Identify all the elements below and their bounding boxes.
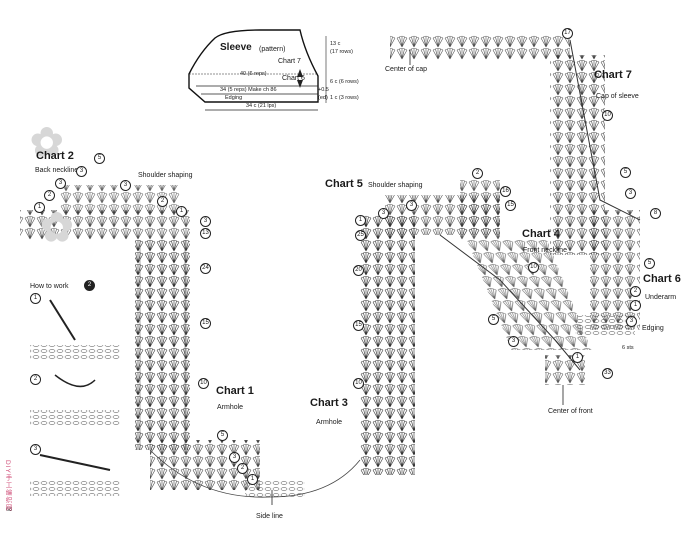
sleeve-title: Sleeve xyxy=(220,42,252,53)
row-number: 10 xyxy=(602,110,613,121)
row-number: 1 xyxy=(247,474,258,485)
center-of-front-label: Center of front xyxy=(548,408,593,415)
chart-5-title: Chart 5 xyxy=(325,178,363,190)
chart-2-sub: Back neckline xyxy=(35,167,79,174)
how-to-work-label: How to work xyxy=(30,283,69,290)
chart-1-sub: Armhole xyxy=(217,404,244,411)
watermark-glyph: ✿ xyxy=(40,206,74,250)
chart-2-note: Shoulder shaping xyxy=(138,172,193,179)
row-number: 3 xyxy=(200,216,211,227)
sleeve-schematic xyxy=(188,29,327,111)
sleeve-right-1c: 1 c (3 rows) xyxy=(330,95,359,101)
sleeve-right-plus: +0.5 xyxy=(318,87,329,93)
edging-label: Edging xyxy=(642,325,664,332)
how-to-marker: 2 xyxy=(84,280,95,291)
row-number: 2 xyxy=(157,196,168,207)
row-number: 16 xyxy=(500,186,511,197)
sleeve-title-suffix: (pattern) xyxy=(259,46,286,53)
row-number: 24 xyxy=(200,263,211,274)
chart-2-title: Chart 2 xyxy=(36,150,74,162)
row-number: 3 xyxy=(76,166,87,177)
chart-3-4-5-stitch-area xyxy=(360,180,592,475)
row-number: 3 xyxy=(229,452,240,463)
row-number: 1 xyxy=(355,215,366,226)
side-line-stitch-area xyxy=(149,449,361,498)
how-to-step-3: 3 xyxy=(30,444,41,455)
row-number: 17 xyxy=(562,28,573,39)
sleeve-edging: Edging xyxy=(225,95,243,101)
chart-5-sub: Shoulder shaping xyxy=(368,182,423,189)
row-number: 5 xyxy=(94,153,105,164)
row-number: 15 xyxy=(505,200,516,211)
row-number: 2 xyxy=(237,463,248,474)
sleeve-row34: 34 (5 reps) Make ch 86 xyxy=(220,87,277,93)
row-number: 3 xyxy=(508,336,519,347)
row-number: 10 xyxy=(353,378,364,389)
sleeve-right-17rows: (17 rows) xyxy=(330,49,353,55)
row-number: 1 xyxy=(572,352,583,363)
sleeve-right-6c: 6 c (6 rows) xyxy=(330,79,359,85)
how-to-work-illustrations xyxy=(30,299,120,496)
chart-6-7-stitch-area xyxy=(390,35,641,337)
row-number: 15 xyxy=(353,320,364,331)
chart-4-title: Chart 4 xyxy=(522,228,560,240)
row-number: 3 xyxy=(55,178,66,189)
center-of-cap-label: Center of cap xyxy=(385,66,428,73)
sleeve-chart7-label: Chart 7 xyxy=(278,58,301,65)
chart-7-title: Chart 7 xyxy=(594,69,632,81)
sleeve-bottom-measure: 34 c (21 lps) xyxy=(246,103,277,109)
row-number: 8 xyxy=(650,208,661,219)
how-to-step-2: 2 xyxy=(30,374,41,385)
sleeve-row40: 40 (6 reps) xyxy=(240,71,267,77)
row-number: 13 xyxy=(200,228,211,239)
row-number: 3 xyxy=(626,316,637,327)
row-number: 20 xyxy=(353,265,364,276)
sleeve-right-ed: (ed) xyxy=(318,95,328,101)
row-number: 3 xyxy=(625,188,636,199)
page-number: 68 xyxy=(6,507,13,513)
row-number: 5 xyxy=(217,430,228,441)
row-number: 5 xyxy=(620,167,631,178)
six-sts-label: 6 sts xyxy=(622,345,634,351)
row-number: 25 xyxy=(355,230,366,241)
row-number: 3 xyxy=(406,200,417,211)
row-number: 5 xyxy=(644,258,655,269)
chart-6-title: Chart 6 xyxy=(643,273,681,285)
row-number: 5 xyxy=(488,314,499,325)
side-line-label: Side line xyxy=(256,513,283,520)
site-watermark-vertical: DIY手工编织网 xyxy=(4,460,11,512)
row-number: 1 xyxy=(630,300,641,311)
row-number: 1 xyxy=(176,206,187,217)
row-number: 15 xyxy=(200,318,211,329)
row-number: 10 xyxy=(198,378,209,389)
watermark-glyph: ✿ xyxy=(30,121,64,165)
sleeve-right-13c: 13 c xyxy=(330,41,341,47)
row-number: 1 xyxy=(34,202,45,213)
row-number: 2 xyxy=(472,168,483,179)
row-number: 3 xyxy=(120,180,131,191)
row-number: 33 xyxy=(602,368,613,379)
chart-4-sub: Front neckline xyxy=(523,247,567,254)
chart-7-sub: Cap of sleeve xyxy=(596,93,639,100)
chart-1-title: Chart 1 xyxy=(216,385,254,397)
how-to-step-1: 1 xyxy=(30,293,41,304)
row-number: 10 xyxy=(528,262,539,273)
chart-6-sub: Underarm xyxy=(645,294,677,301)
chart-3-title: Chart 3 xyxy=(310,397,348,409)
chart-1-2-stitch-area xyxy=(20,185,260,490)
row-number: 2 xyxy=(630,286,641,297)
row-number: 3 xyxy=(378,208,389,219)
sleeve-chart6-label: Chart 6 xyxy=(282,75,305,82)
chart-3-sub: Armhole xyxy=(316,419,343,426)
row-number: 2 xyxy=(44,190,55,201)
